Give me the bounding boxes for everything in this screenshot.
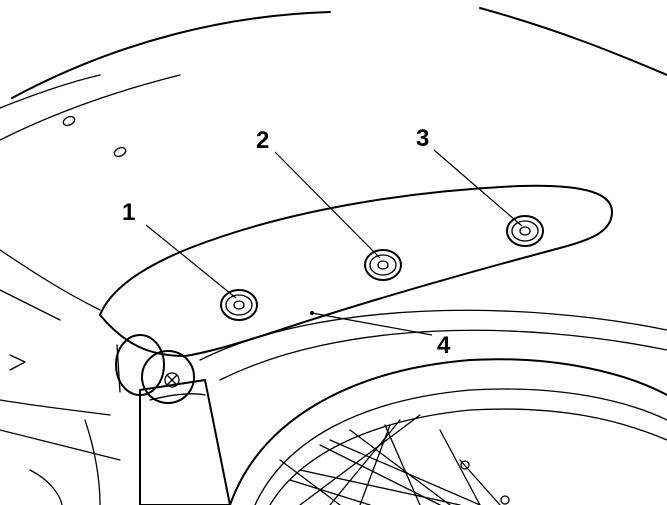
rear-wheel: [229, 358, 667, 505]
bolt-3: [506, 215, 544, 247]
leader-lines: [145, 149, 523, 336]
rear-fender: [0, 7, 667, 381]
bolt-2: [364, 249, 402, 281]
callout-label-4: 4: [437, 332, 451, 359]
frame: [0, 249, 121, 505]
bolt-1: [220, 289, 258, 321]
callout-label-2: 2: [256, 127, 269, 154]
mudguard-cover: [99, 184, 613, 357]
callout-label-3: 3: [416, 125, 429, 152]
fender-hole-2: [113, 146, 127, 158]
fender-hole-1: [62, 115, 76, 127]
callout-label-1: 1: [122, 199, 135, 226]
shock-absorber: [115, 334, 231, 505]
shock-mount-bolt: [141, 350, 195, 404]
